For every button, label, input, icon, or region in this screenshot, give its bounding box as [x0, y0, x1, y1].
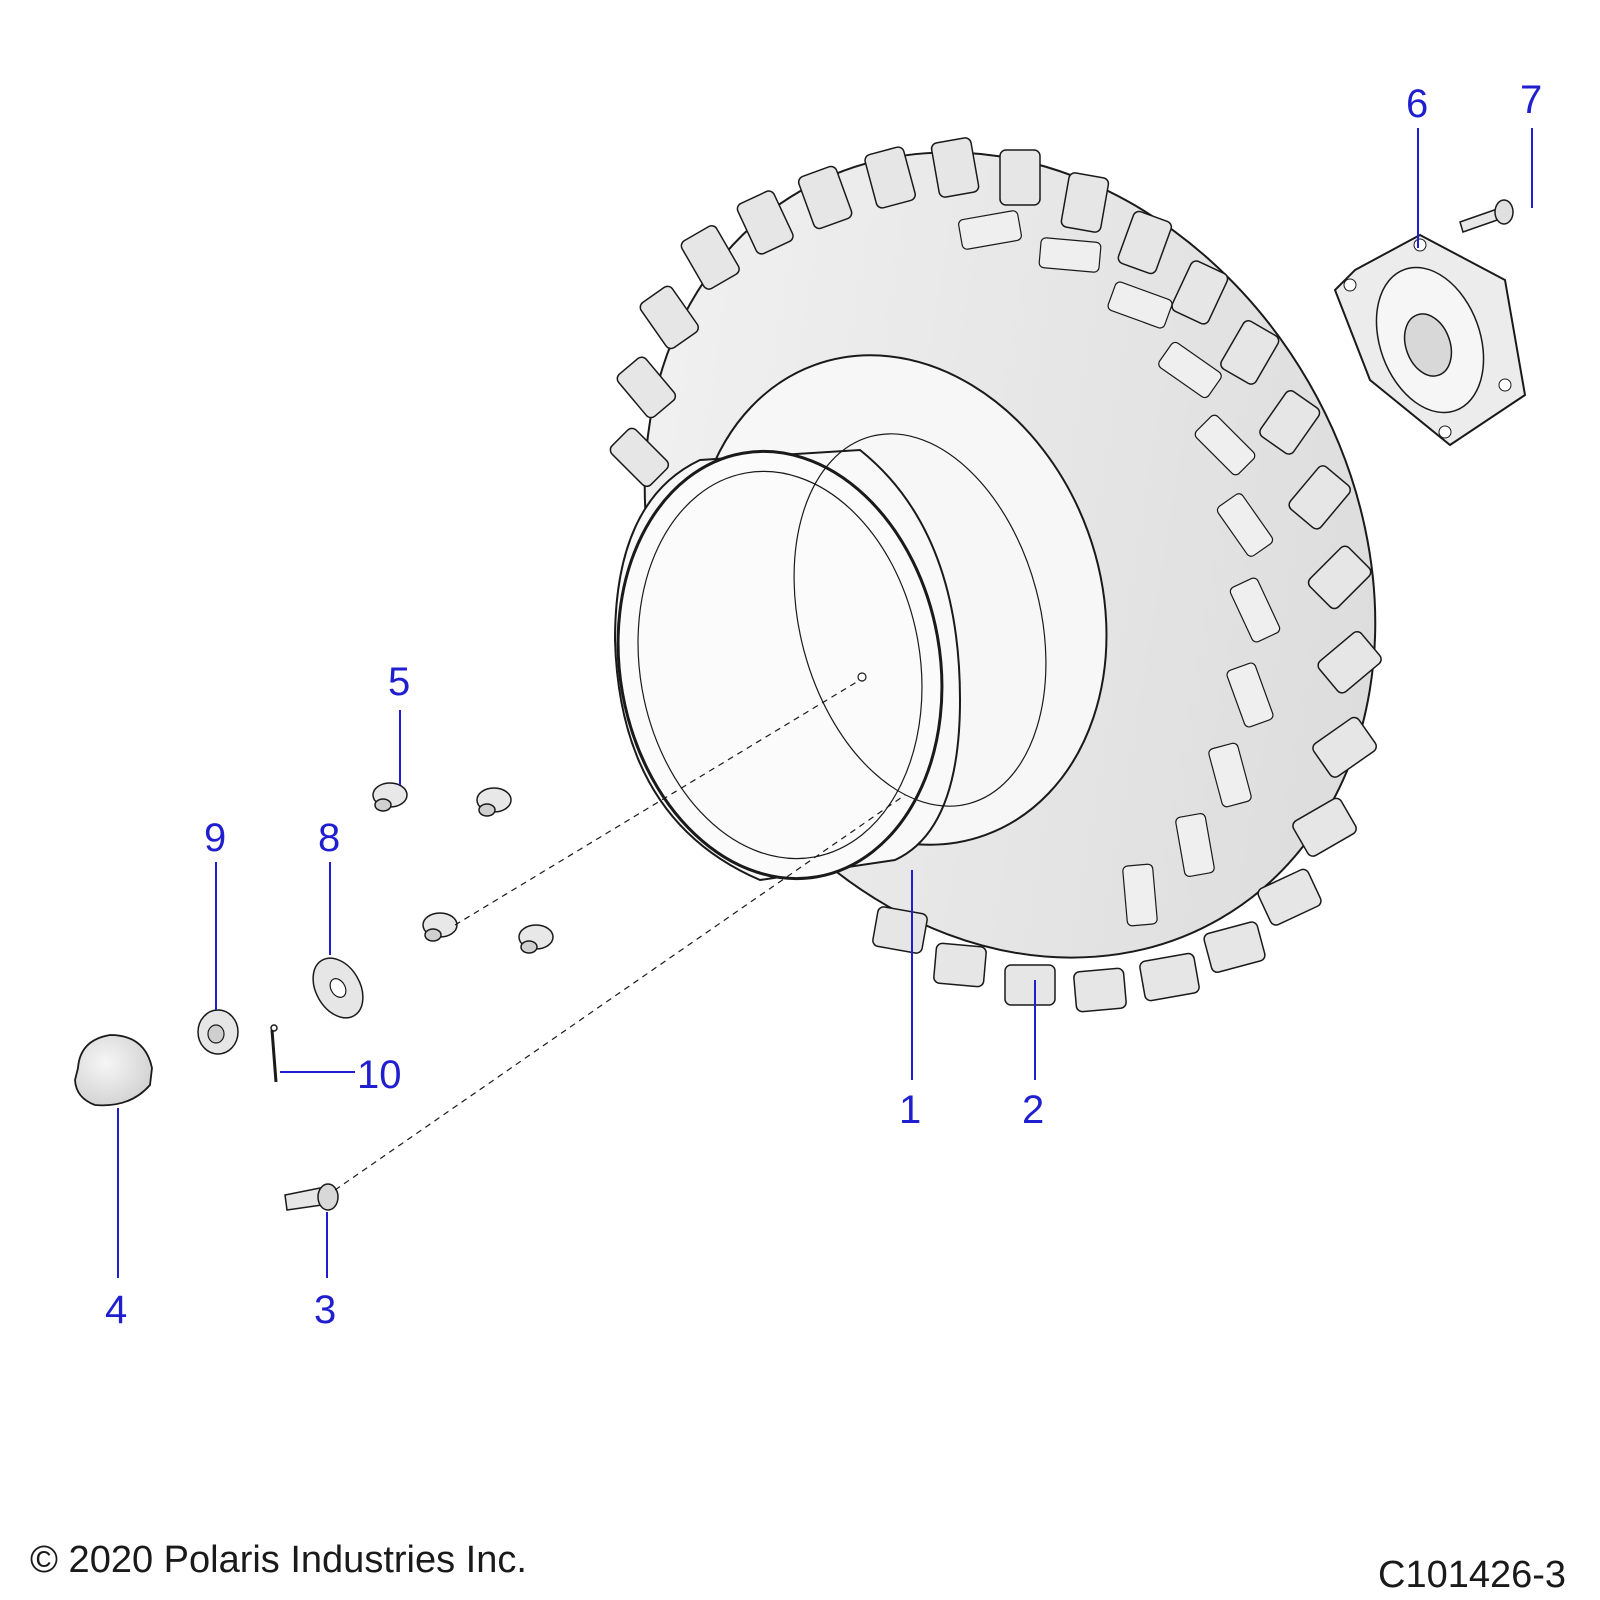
drawing-number: C101426-3: [1378, 1554, 1567, 1596]
valve-stem[interactable]: [284, 1183, 339, 1211]
cotter-pin[interactable]: [270, 1024, 278, 1083]
castle-nut[interactable]: [197, 1009, 239, 1055]
callout-3-valve-stem: 3: [314, 1288, 337, 1332]
callout-4-hub-cap: 4: [105, 1288, 128, 1332]
hub-cap[interactable]: [74, 1034, 153, 1107]
callout-6-hub: 6: [1406, 82, 1429, 126]
callout-8-washer: 8: [318, 816, 341, 860]
callout-9-castle-nut: 9: [204, 816, 227, 860]
hub-stud-bolt[interactable]: [1459, 199, 1514, 233]
lug-nuts[interactable]: [372, 782, 554, 954]
washer[interactable]: [303, 949, 373, 1026]
tire-tread-inner: [958, 210, 1281, 927]
lug-nut[interactable]: [422, 912, 458, 942]
tire-tread: [609, 137, 1382, 1013]
callout-7-stud: 7: [1520, 78, 1543, 122]
wheel-hub[interactable]: [1333, 233, 1527, 447]
callout-2-tire: 2: [1022, 1088, 1045, 1132]
copyright-notice: © 2020 Polaris Industries Inc.: [30, 1539, 527, 1581]
lug-nut[interactable]: [476, 787, 512, 817]
callout-10-cotter-pin: 10: [357, 1053, 402, 1097]
callout-1-rim: 1: [899, 1088, 922, 1132]
leader-lines: [117, 128, 1533, 1278]
wheel-rim[interactable]: [585, 405, 1085, 904]
lug-nut[interactable]: [518, 924, 554, 954]
assembly-lines: [334, 679, 906, 1191]
lug-nut[interactable]: [372, 782, 408, 812]
callout-5-lug-nut: 5: [388, 660, 411, 704]
